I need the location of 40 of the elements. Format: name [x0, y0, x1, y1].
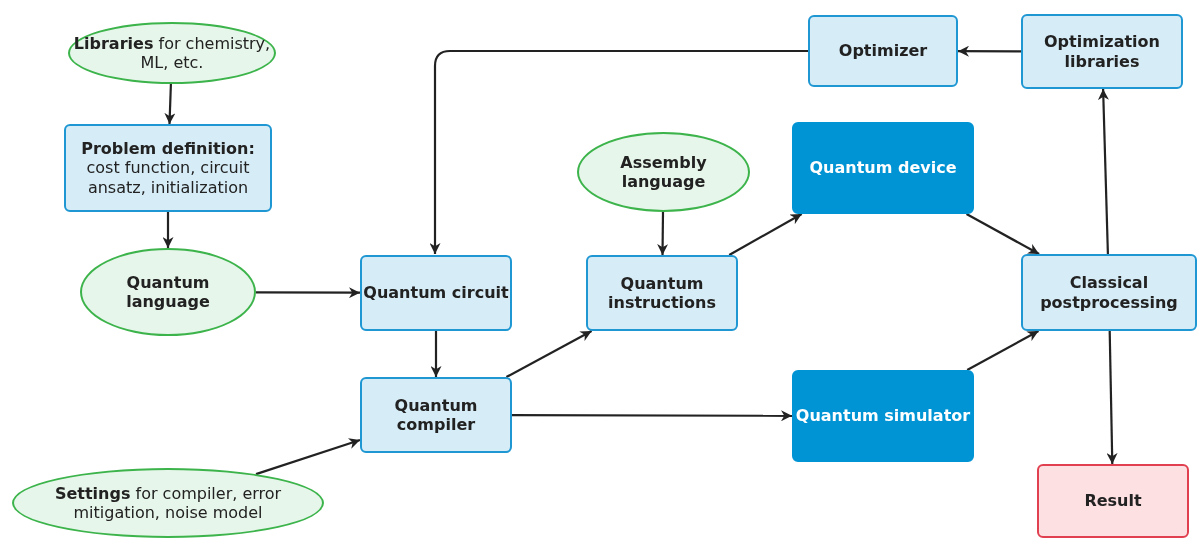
node-label: Settings for compiler, error mitigation, noise model [53, 483, 283, 523]
node-label: Quantum language [125, 272, 211, 312]
process-box [808, 15, 958, 87]
node-label: Quantum device [809, 158, 957, 178]
process-box [1021, 14, 1183, 89]
node-label: Quantum simulator [795, 406, 971, 426]
node-label: Quantum instructions [607, 273, 717, 313]
node-label: Result [1084, 491, 1142, 511]
arrow [512, 410, 792, 422]
arrow [657, 212, 669, 255]
process-box [64, 124, 272, 212]
device-box [792, 370, 974, 462]
node-label: Quantum compiler [393, 395, 479, 435]
node-description: cost function, circuit ansatz, initialization [85, 158, 251, 197]
arrow [164, 83, 176, 125]
process-box [586, 255, 738, 331]
arrow [965, 213, 1040, 255]
process-box [360, 255, 512, 331]
arrow [430, 331, 442, 377]
arrow [256, 287, 360, 299]
process-box [1021, 254, 1197, 331]
node-label: Optimization libraries [1043, 32, 1161, 71]
arrow [429, 49, 808, 254]
node-label: Classical postprocessing [1039, 273, 1179, 312]
arrow [1106, 330, 1118, 465]
result-box [1037, 464, 1189, 538]
arrow [728, 213, 803, 256]
device-box [792, 122, 974, 214]
arrow [958, 45, 1021, 57]
node-label: Problem definition: [81, 139, 255, 159]
arrow [162, 212, 174, 248]
arrow [505, 330, 593, 378]
node-label: Libraries for chemistry, ML, etc. [72, 33, 272, 73]
arrow [966, 330, 1040, 371]
process-box [360, 377, 512, 453]
arrow [255, 438, 361, 476]
node-label: Assembly language [619, 152, 708, 192]
node-label: Optimizer [838, 41, 928, 61]
arrow [1097, 88, 1109, 255]
node-label: Quantum circuit [363, 283, 509, 303]
